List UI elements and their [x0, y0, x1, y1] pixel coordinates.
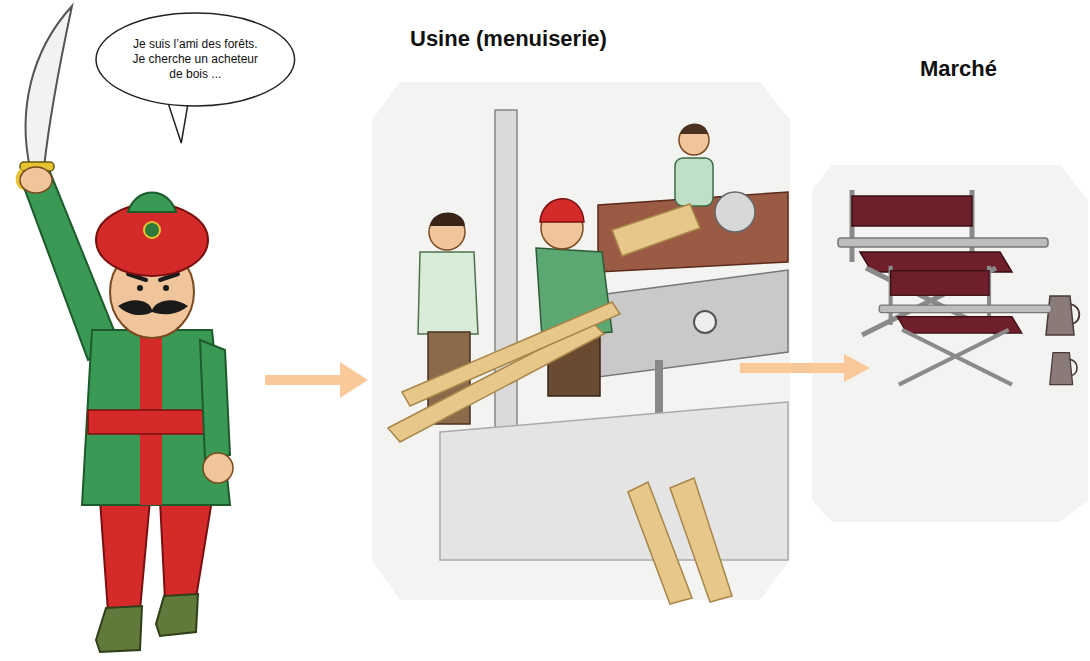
factory-illustration — [612, 204, 700, 256]
forest-friend-figure — [96, 606, 142, 652]
flow-arrow — [340, 362, 368, 398]
forest-friend-figure — [144, 222, 160, 238]
forest-friend-figure — [200, 340, 230, 460]
chair-drawing — [879, 266, 1077, 385]
forest-friend-figure — [118, 300, 188, 315]
speech-text: Je suis l’ami des forêts. Je cherche un … — [130, 37, 260, 82]
factory-illustration — [372, 82, 790, 604]
factory-illustration — [440, 402, 788, 560]
chair-drawing — [838, 190, 1079, 335]
forest-friend-figure — [20, 167, 52, 193]
market-panel: Marché — [870, 55, 1080, 525]
forest-friend-figure — [88, 410, 222, 434]
factory-illustration — [430, 213, 465, 227]
factory-illustration — [680, 124, 708, 135]
chair-drawing — [852, 196, 972, 226]
chair-drawing — [1046, 296, 1074, 335]
factory-illustration — [388, 322, 604, 442]
speech-bubble: Je suis l’ami des forêts. Je cherche un … — [95, 12, 296, 107]
forest-friend-figure — [156, 594, 198, 636]
factory-illustration — [694, 311, 716, 333]
factory-illustration — [715, 192, 755, 232]
factory-illustration — [372, 82, 790, 600]
forest-friend-figure — [160, 500, 212, 600]
forest-friend-figure — [137, 285, 143, 291]
panel-heading: Usine (menuiserie) — [410, 25, 607, 53]
factory-illustration — [402, 302, 620, 406]
forest-friend-figure — [26, 6, 72, 168]
factory-illustration — [418, 252, 478, 334]
forest-friend-figure — [96, 204, 208, 276]
bubble-seam — [167, 92, 187, 98]
forest-friend-figure — [128, 193, 176, 213]
flow-arrow — [740, 363, 854, 373]
forest-friend-figure — [100, 500, 150, 612]
chair-drawing — [1070, 304, 1079, 324]
forest-friend-figure — [163, 285, 169, 291]
panel-heading: Marché — [920, 55, 997, 83]
factory-illustration — [675, 158, 713, 206]
factory-panel: Usine (menuiserie) — [380, 25, 740, 605]
bubble-outline — [96, 13, 295, 106]
market-illustration — [812, 165, 1088, 522]
flow-arrow — [265, 362, 368, 398]
chair-drawing — [838, 238, 1048, 247]
flow-arrow — [265, 375, 345, 385]
factory-illustration — [540, 199, 584, 222]
market-illustration — [812, 165, 1088, 522]
forest-friend-figure — [203, 453, 233, 483]
factory-illustration — [670, 478, 732, 602]
